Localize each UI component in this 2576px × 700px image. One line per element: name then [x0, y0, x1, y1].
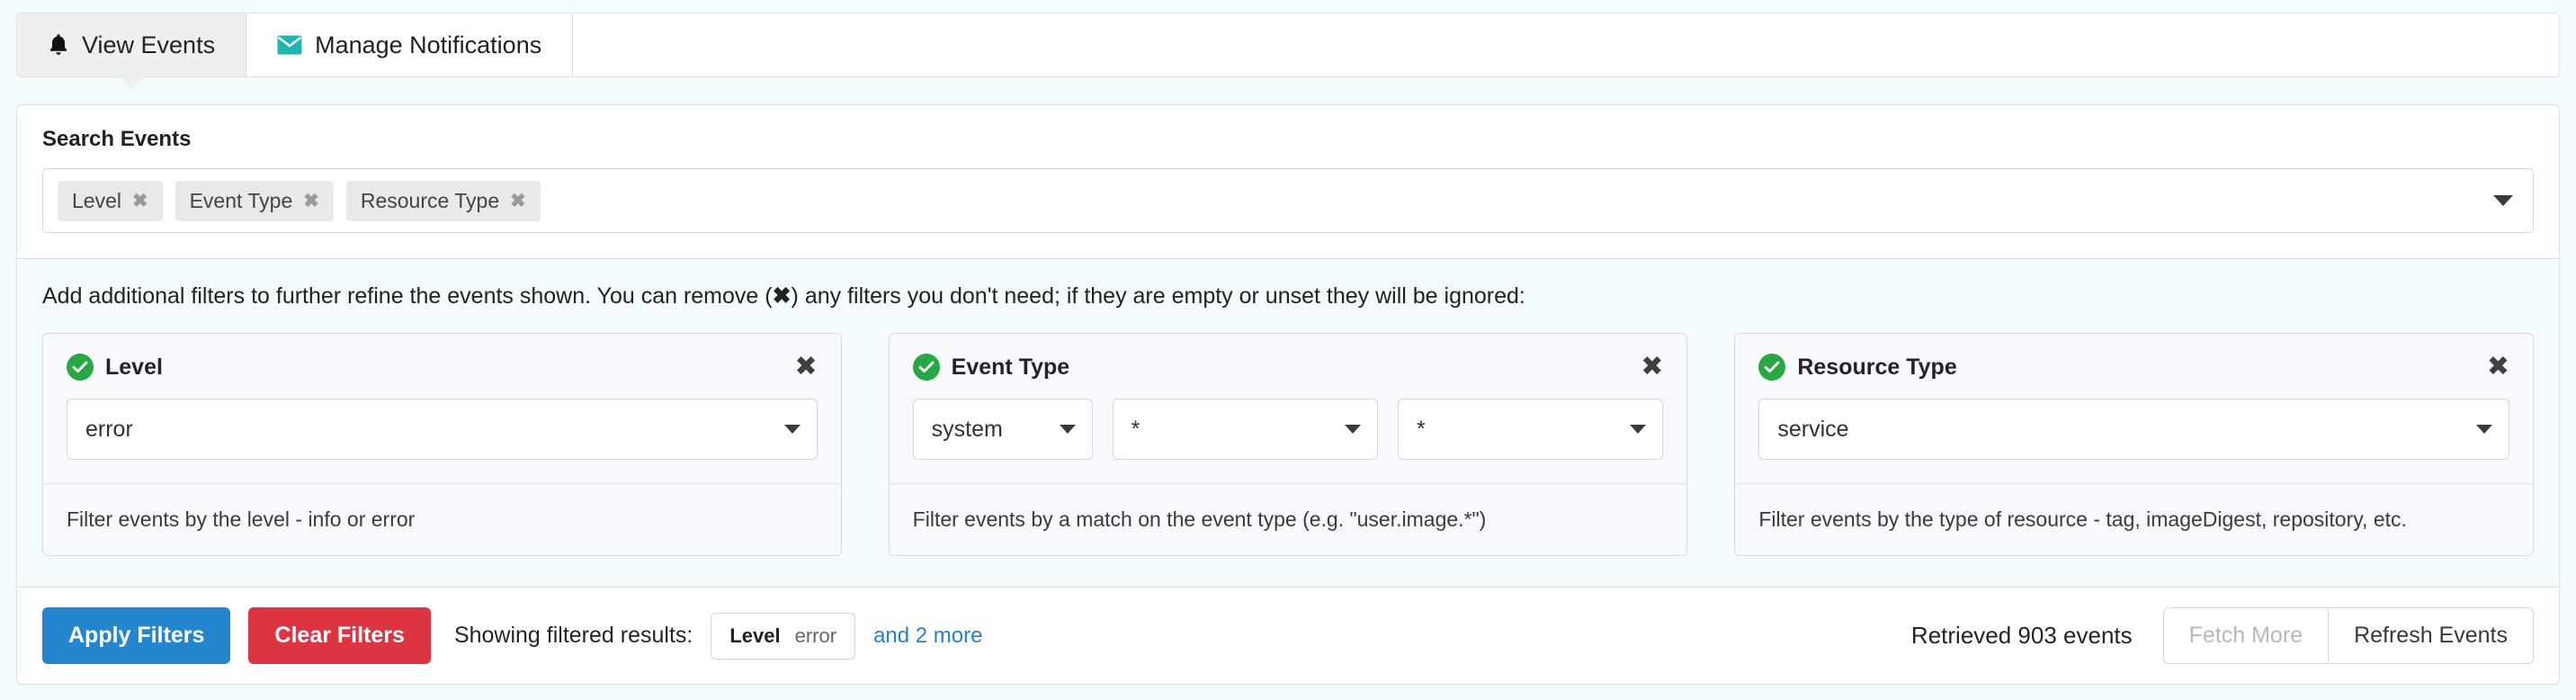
events-button-group: Fetch More Refresh Events	[2162, 607, 2534, 664]
search-chip-level[interactable]: Level ✖	[58, 180, 163, 221]
filters-section: Add additional filters to further refine…	[17, 258, 2559, 588]
clear-filters-button[interactable]: Clear Filters	[248, 607, 431, 664]
filters-help-suffix: ) any filters you don't need; if they ar…	[791, 283, 1525, 309]
search-chip-event-type[interactable]: Event Type ✖	[174, 180, 334, 221]
fetch-more-button[interactable]: Fetch More	[2162, 607, 2329, 664]
close-icon: ✖	[772, 283, 792, 309]
search-input[interactable]: Level ✖ Event Type ✖ Resource Type ✖	[42, 168, 2534, 233]
chip-label: Level	[72, 188, 121, 212]
badge-key: Level	[729, 624, 781, 647]
remove-filter-icon[interactable]: ✖	[794, 351, 818, 382]
filters-help-text: Add additional filters to further refine…	[42, 283, 2534, 310]
tab-manage-notifications[interactable]: Manage Notifications	[246, 13, 574, 76]
card-description: Filter events by the type of resource - …	[1735, 483, 2534, 555]
card-header: Resource Type ✖	[1735, 334, 2533, 381]
badge-value: error	[794, 624, 837, 647]
remove-filter-icon[interactable]: ✖	[2486, 351, 2510, 382]
chevron-down-icon[interactable]	[2493, 195, 2513, 206]
card-description: Filter events by a match on the event ty…	[889, 483, 1687, 555]
check-circle-icon	[67, 354, 94, 381]
tab-label: Manage Notifications	[315, 31, 542, 58]
filter-card-level: Level ✖ error Filter events by the level…	[42, 333, 842, 556]
envelope-icon	[277, 35, 302, 55]
card-header: Event Type ✖	[890, 334, 1687, 381]
tab-view-events[interactable]: View Events	[17, 13, 247, 90]
and-more-link[interactable]: and 2 more	[873, 623, 983, 648]
search-section: Search Events Level ✖ Event Type ✖ Resou…	[17, 105, 2559, 258]
chip-label: Event Type	[189, 188, 293, 212]
tab-bar-filler	[573, 13, 2559, 76]
chip-remove-icon[interactable]: ✖	[131, 190, 148, 211]
refresh-events-button[interactable]: Refresh Events	[2328, 607, 2534, 664]
select-value: system	[931, 416, 1003, 442]
chip-remove-icon[interactable]: ✖	[510, 190, 526, 211]
tab-bar: View Events Manage Notifications	[16, 13, 2560, 90]
apply-filters-button[interactable]: Apply Filters	[42, 607, 231, 664]
event-type-select-3[interactable]: *	[1398, 399, 1664, 460]
card-description: Filter events by the level - info or err…	[43, 483, 841, 555]
check-circle-icon	[1758, 354, 1786, 381]
check-circle-icon	[912, 354, 940, 381]
chip-remove-icon[interactable]: ✖	[303, 190, 319, 211]
remove-filter-icon[interactable]: ✖	[1641, 351, 1664, 382]
card-title: Level	[105, 354, 163, 380]
card-title: Resource Type	[1797, 354, 1957, 380]
chip-label: Resource Type	[360, 188, 500, 212]
level-select[interactable]: error	[67, 399, 818, 460]
events-filter-panel: Search Events Level ✖ Event Type ✖ Resou…	[16, 104, 2560, 685]
filters-help-prefix: Add additional filters to further refine…	[42, 283, 773, 309]
filter-action-bar: Apply Filters Clear Filters Showing filt…	[17, 588, 2559, 684]
event-type-select-2[interactable]: *	[1112, 399, 1379, 460]
card-title: Event Type	[951, 354, 1070, 380]
bell-icon	[48, 32, 69, 58]
showing-results-label: Showing filtered results:	[453, 623, 693, 648]
filter-card-resource-type: Resource Type ✖ service Filter events by…	[1734, 333, 2535, 556]
card-body: service	[1735, 381, 2533, 483]
select-value: error	[85, 416, 133, 442]
retrieved-events-count: Retrieved 903 events	[1910, 622, 2133, 649]
filter-cards: Level ✖ error Filter events by the level…	[42, 333, 2535, 556]
resource-type-select[interactable]: service	[1758, 399, 2510, 460]
select-value: service	[1777, 416, 1849, 442]
tab-label: View Events	[82, 31, 216, 58]
filter-card-event-type: Event Type ✖ system * * Filter events by…	[888, 333, 1688, 556]
active-filter-badge: Level error	[711, 612, 856, 660]
event-type-select-1[interactable]: system	[912, 399, 1093, 460]
card-body: error	[43, 381, 841, 483]
card-body: system * *	[890, 381, 1687, 483]
select-value: *	[1417, 416, 1426, 442]
search-events-label: Search Events	[42, 127, 192, 151]
select-value: *	[1131, 416, 1140, 442]
search-chip-resource-type[interactable]: Resource Type ✖	[345, 180, 541, 221]
card-header: Level ✖	[43, 334, 841, 381]
